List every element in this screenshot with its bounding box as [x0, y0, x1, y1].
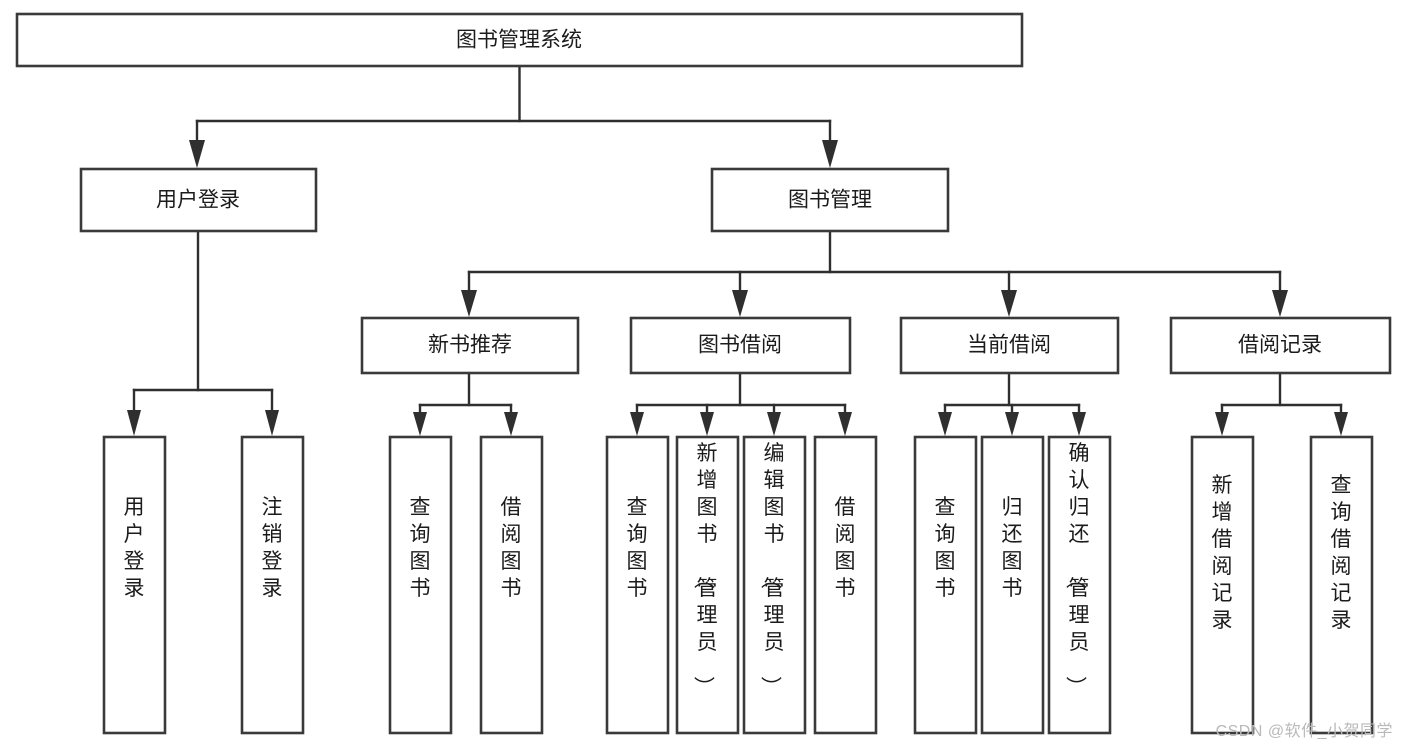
node-current-borrow-box[interactable] [899, 316, 1120, 375]
node-leaf-add-record[interactable]: 新增借阅记录 [1190, 435, 1255, 735]
node-leaf-return-book-label: 归还图书 [1002, 496, 1023, 600]
node-leaf-add-book-label: 新增图书（管理员） [692, 442, 718, 697]
node-leaf-user-login[interactable]: 用户登录 [102, 435, 167, 735]
node-leaf-user-login-label: 用户登录 [124, 496, 145, 600]
arrow-head-leaf-edit-book [767, 412, 781, 436]
node-leaf-user-login-box[interactable] [102, 435, 167, 735]
connector-group-current-borrow [938, 371, 1086, 436]
node-leaf-confirm-return-label: 确认归还（管理员） [1064, 442, 1090, 697]
node-current-borrow[interactable]: 当前借阅 [899, 316, 1120, 375]
arrow-head-leaf-borrow-book-2 [838, 412, 852, 436]
arrow-head-leaf-query-book-3 [938, 412, 952, 436]
node-leaf-confirm-return-box[interactable] [1047, 435, 1112, 735]
node-leaf-edit-book-label: 编辑图书（管理员） [759, 442, 785, 697]
node-book-borrow[interactable]: 图书借阅 [629, 316, 852, 375]
arrow-head-leaf-return-book [1005, 412, 1019, 436]
node-leaf-query-record-box[interactable] [1309, 435, 1374, 735]
node-leaf-query-book-2-label: 查询图书 [627, 496, 648, 600]
node-leaf-user-logout[interactable]: 注销登录 [240, 435, 305, 735]
node-book-management-box[interactable] [710, 167, 950, 233]
node-leaf-borrow-book-2[interactable]: 借阅图书 [813, 435, 878, 735]
arrow-head-leaf-add-book [700, 412, 714, 436]
connector-group-new-book-recommend [413, 371, 518, 436]
node-root-box[interactable] [15, 12, 1024, 68]
arrow-head-leaf-query-book-1 [413, 412, 427, 436]
node-leaf-query-book-2-box[interactable] [605, 435, 670, 735]
node-leaf-query-book-3-label: 查询图书 [935, 496, 956, 600]
node-book-management-label: 图书管理 [788, 189, 872, 212]
node-leaf-borrow-book-1[interactable]: 借阅图书 [479, 435, 544, 735]
node-borrow-record-label: 借阅记录 [1238, 334, 1322, 357]
arrow-head-leaf-add-record [1215, 412, 1229, 436]
connector-group-user-login [127, 229, 279, 436]
arrow-head-leaf-borrow-book-1 [504, 412, 518, 436]
node-leaf-add-book-box[interactable] [675, 435, 740, 735]
arrow-head-book-management [822, 140, 838, 168]
node-leaf-user-logout-box[interactable] [240, 435, 305, 735]
arrow-head-leaf-user-logout [265, 410, 279, 436]
node-root-label: 图书管理系统 [456, 29, 582, 52]
node-leaf-borrow-book-1-label: 借阅图书 [501, 496, 522, 600]
node-leaf-add-record-label: 新增借阅记录 [1212, 474, 1233, 632]
node-root[interactable]: 图书管理系统 [15, 12, 1024, 68]
arrow-head-leaf-user-login [127, 410, 141, 436]
node-user-login-label: 用户登录 [156, 189, 240, 212]
node-borrow-record-box[interactable] [1169, 316, 1392, 375]
node-user-login[interactable]: 用户登录 [79, 167, 318, 233]
node-new-book-recommend-label: 新书推荐 [428, 334, 512, 357]
arrow-head-leaf-query-record [1334, 412, 1348, 436]
node-leaf-borrow-book-1-box[interactable] [479, 435, 544, 735]
node-leaf-borrow-book-2-box[interactable] [813, 435, 878, 735]
node-leaf-edit-book[interactable]: 编辑图书（管理员） [742, 435, 807, 735]
node-leaf-query-book-1-box[interactable] [388, 435, 453, 735]
connector-group-root [189, 64, 838, 168]
node-leaf-query-book-3-box[interactable] [913, 435, 978, 735]
csdn-watermark: CSDN @软件_小贺同学 [1215, 723, 1393, 740]
connector-group-book-management [461, 229, 1288, 317]
arrow-head-new-book-recommend [461, 290, 477, 317]
node-book-borrow-box[interactable] [629, 316, 852, 375]
connector-group-book-borrow [630, 371, 852, 436]
node-leaf-query-book-1[interactable]: 查询图书 [388, 435, 453, 735]
node-leaf-return-book[interactable]: 归还图书 [980, 435, 1045, 735]
node-leaf-query-book-1-label: 查询图书 [410, 496, 431, 600]
arrow-head-book-borrow [732, 290, 748, 317]
node-leaf-query-record-label: 查询借阅记录 [1331, 474, 1352, 632]
node-leaf-query-record[interactable]: 查询借阅记录 [1309, 435, 1374, 735]
connector-group-borrow-record [1215, 371, 1348, 436]
arrow-head-borrow-record [1272, 290, 1288, 317]
arrow-head-user-login [189, 140, 205, 168]
arrow-head-leaf-confirm-return [1072, 412, 1086, 436]
node-book-management[interactable]: 图书管理 [710, 167, 950, 233]
node-leaf-return-book-box[interactable] [980, 435, 1045, 735]
node-leaf-user-logout-label: 注销登录 [262, 496, 283, 600]
arrow-head-current-borrow [1001, 290, 1017, 317]
node-new-book-recommend-box[interactable] [360, 316, 580, 375]
node-leaf-add-book[interactable]: 新增图书（管理员） [675, 435, 740, 735]
node-leaf-edit-book-box[interactable] [742, 435, 807, 735]
node-leaf-add-record-box[interactable] [1190, 435, 1255, 735]
node-borrow-record[interactable]: 借阅记录 [1169, 316, 1392, 375]
node-leaf-borrow-book-2-label: 借阅图书 [835, 496, 856, 600]
node-leaf-query-book-2[interactable]: 查询图书 [605, 435, 670, 735]
node-leaf-confirm-return[interactable]: 确认归还（管理员） [1047, 435, 1112, 735]
node-new-book-recommend[interactable]: 新书推荐 [360, 316, 580, 375]
node-current-borrow-label: 当前借阅 [967, 334, 1051, 357]
node-user-login-box[interactable] [79, 167, 318, 233]
node-book-borrow-label: 图书借阅 [698, 334, 782, 357]
node-leaf-query-book-3[interactable]: 查询图书 [913, 435, 978, 735]
arrow-head-leaf-query-book-2 [630, 412, 644, 436]
